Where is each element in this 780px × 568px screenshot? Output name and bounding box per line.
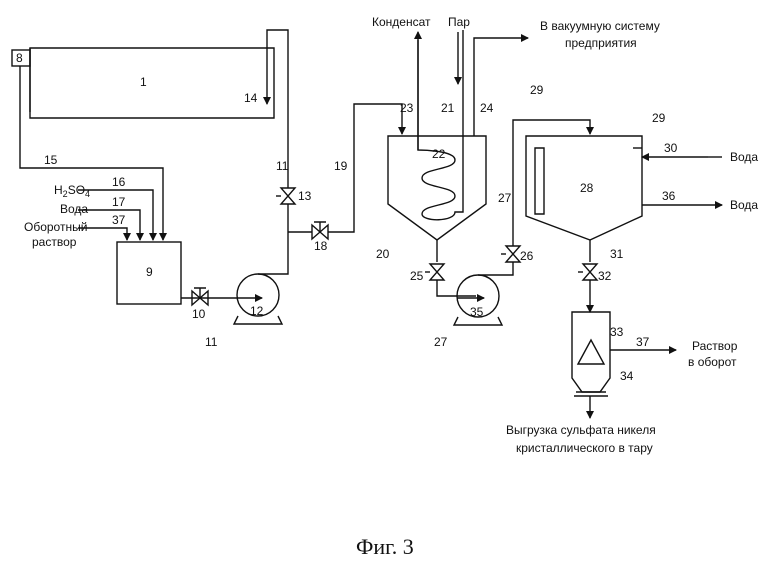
- label-12: 12: [250, 304, 264, 318]
- label-condensate: Конденсат: [372, 15, 431, 29]
- label-21: 21: [441, 101, 455, 115]
- label-29-left: 29: [530, 83, 544, 97]
- label-33: 33: [610, 325, 624, 339]
- label-22: 22: [432, 147, 446, 161]
- label-27-right: 27: [498, 191, 512, 205]
- label-8: 8: [16, 51, 23, 65]
- label-29-right: 29: [652, 111, 666, 125]
- label-36: 36: [662, 189, 676, 203]
- label-32: 32: [598, 269, 612, 283]
- line-27-up: [513, 120, 590, 246]
- label-30: 30: [664, 141, 678, 155]
- valve-25: [425, 264, 444, 280]
- label-10: 10: [192, 307, 206, 321]
- label-15: 15: [44, 153, 58, 167]
- label-water-left: Вода: [60, 202, 88, 216]
- label-recycle-2: раствор: [32, 235, 77, 249]
- label-27-bottom: 27: [434, 335, 448, 349]
- label-20: 20: [376, 247, 390, 261]
- label-28: 28: [580, 181, 594, 195]
- label-water-in: Вода: [730, 150, 758, 164]
- label-9: 9: [146, 265, 153, 279]
- label-1: 1: [140, 75, 147, 89]
- label-11-top: 11: [276, 159, 289, 173]
- label-17: 17: [112, 195, 126, 209]
- label-recycle-1: Оборотный: [24, 220, 87, 234]
- label-unload-2: кристаллического в тару: [516, 441, 653, 455]
- crystallizer-28: [526, 136, 642, 262]
- label-vacuum-1: В вакуумную систему: [540, 19, 660, 33]
- label-h2so4: H2SO4: [54, 183, 90, 199]
- label-14: 14: [244, 91, 258, 105]
- valve-32: [578, 264, 597, 280]
- label-18: 18: [314, 239, 328, 253]
- line-24-vacuum: [474, 38, 528, 136]
- figure-caption: Фиг. 3: [356, 534, 414, 559]
- label-vacuum-2: предприятия: [565, 36, 637, 50]
- valve-10: [192, 288, 208, 305]
- label-solution-1: Раствор: [692, 339, 738, 353]
- label-16: 16: [112, 175, 126, 189]
- heating-coil-22: [418, 30, 463, 220]
- valve-26: [501, 246, 520, 262]
- label-23: 23: [400, 101, 414, 115]
- label-19: 19: [334, 159, 348, 173]
- label-35: 35: [470, 305, 484, 319]
- pump-35: [454, 262, 513, 325]
- label-solution-2: в оборот: [688, 355, 737, 369]
- label-13: 13: [298, 189, 312, 203]
- tank-1: [30, 48, 274, 118]
- label-24: 24: [480, 101, 494, 115]
- valve-18: [312, 222, 328, 239]
- valve-13: [276, 188, 295, 204]
- label-34: 34: [620, 369, 634, 383]
- line-15: [20, 66, 163, 240]
- label-steam: Пар: [448, 15, 470, 29]
- label-11-bottom: 11: [205, 335, 218, 349]
- label-37-right: 37: [636, 335, 650, 349]
- label-water-out: Вода: [730, 198, 758, 212]
- label-31: 31: [610, 247, 624, 261]
- label-unload-1: Выгрузка сульфата никеля: [506, 423, 656, 437]
- unloader-34: [574, 392, 608, 418]
- label-26: 26: [520, 249, 534, 263]
- label-25: 25: [410, 269, 424, 283]
- label-37-left: 37: [112, 213, 126, 227]
